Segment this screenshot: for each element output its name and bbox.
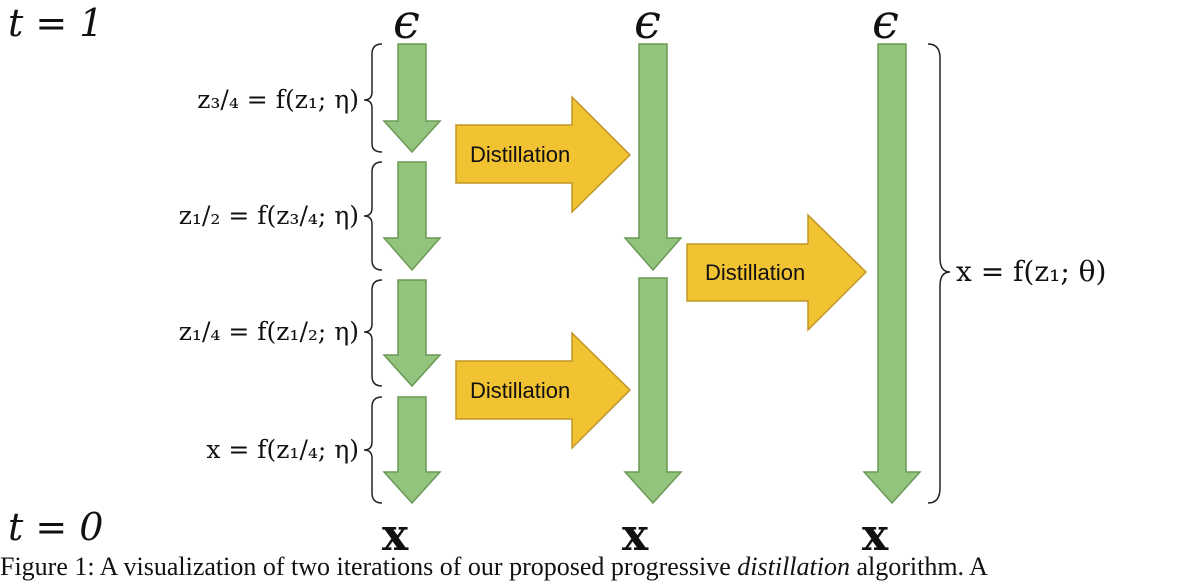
caption-prefix: Figure 1: A visualization of two iterati… <box>0 552 738 581</box>
brace-step-1 <box>363 43 383 153</box>
figure-caption: Figure 1: A visualization of two iterati… <box>0 552 1182 582</box>
time-label-bottom: t = 0 <box>8 505 103 549</box>
brace-step-2 <box>363 161 383 271</box>
caption-emphasis: distillation <box>737 552 850 581</box>
epsilon-symbol-col1: ϵ <box>393 0 420 50</box>
green-arrow-step-3 <box>382 279 442 388</box>
equation-z34: z₃/₄ = f(z₁; η) <box>197 85 359 114</box>
distillation-label-2: Distillation <box>705 260 805 285</box>
epsilon-symbol-col2: ϵ <box>634 0 661 50</box>
time-label-top: t = 1 <box>8 1 103 45</box>
distillation-label-3: Distillation <box>470 378 570 403</box>
equation-z12: z₁/₂ = f(z₃/₄; η) <box>179 201 359 230</box>
green-arrow-full <box>862 43 922 505</box>
distillation-arrow-2 <box>686 213 868 332</box>
green-arrow-step-4 <box>382 396 442 505</box>
green-arrow-half-1 <box>623 43 683 272</box>
distillation-arrow-1 <box>455 95 632 214</box>
x-symbol-col3: x <box>862 510 889 561</box>
distillation-arrow-3 <box>455 331 632 450</box>
brace-full <box>927 43 951 504</box>
brace-step-4 <box>363 396 383 504</box>
green-arrow-half-2 <box>623 277 683 505</box>
caption-suffix: algorithm. A <box>849 552 988 581</box>
green-arrow-step-2 <box>382 161 442 272</box>
equation-x-step: x = f(z₁/₄; η) <box>206 435 359 464</box>
equation-z14: z₁/₄ = f(z₁/₂; η) <box>179 317 359 346</box>
green-arrow-step-1 <box>382 43 442 154</box>
x-symbol-col1: x <box>382 510 409 561</box>
x-symbol-col2: x <box>622 510 649 561</box>
brace-step-3 <box>363 279 383 387</box>
epsilon-symbol-col3: ϵ <box>872 0 899 50</box>
distillation-label-1: Distillation <box>470 142 570 167</box>
equation-final: x = f(z₁; θ) <box>956 255 1106 288</box>
